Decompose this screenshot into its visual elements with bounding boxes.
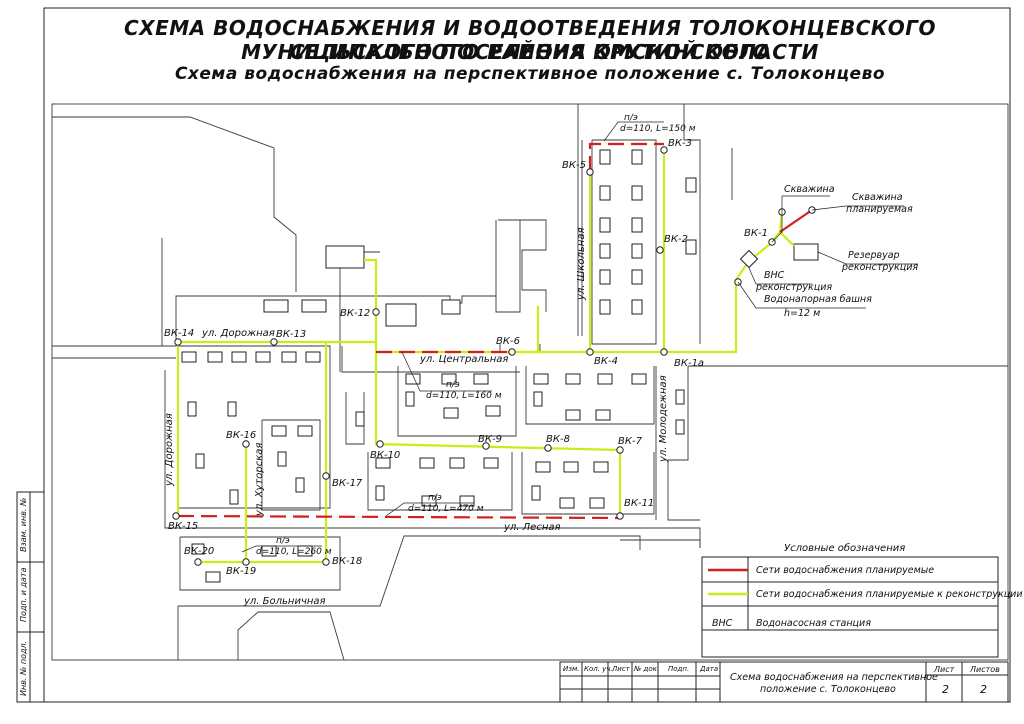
facility-tower-label-1: Водонапорная башня [764, 294, 872, 305]
pump-station-icon [739, 249, 759, 269]
well-label-vk17: ВК-17 [332, 478, 363, 489]
legend-pump-label: Водонасосная станция [756, 618, 871, 629]
legend: Условные обозначения Сети водоснабжения … [701, 542, 1023, 658]
street-label-tsentralnaya: ул. Центральная [419, 354, 508, 365]
pipe-1-spec: d=110, L=150 м [620, 124, 696, 134]
well-label-vk13: ВК-13 [276, 329, 306, 340]
legend-pump-abbr: ВНС [712, 618, 733, 629]
legend-planned-label: Сети водоснабжения планируемые [756, 565, 934, 576]
pipe-2-type: п/э [446, 380, 460, 390]
legend-reconstruction-label: Сети водоснабжения планируемые к реконст… [756, 589, 1023, 600]
drawing-subtitle: Схема водоснабжения на перспективное пол… [174, 64, 886, 84]
facility-reservoir-label-2: реконструкция [841, 262, 918, 273]
well-label-vk11: ВК-11 [624, 498, 654, 509]
side-label-vzam: Взам. инв. № [19, 498, 28, 552]
well-label-vk12: ВК-12 [340, 308, 370, 319]
street-label-molodezhnaya: ул. Молодежная [658, 375, 669, 463]
annotation-leaders [241, 121, 918, 553]
street-label-dorozhnaya-h: ул. Дорожная [201, 328, 275, 339]
side-stamp [16, 491, 45, 703]
street-label-dorozhnaya-v: ул. Дорожная [164, 413, 175, 487]
street-label-bolnichnaya: ул. Больничная [243, 596, 326, 607]
drawing-title-line-2: МУНИЦИПАЛЬНОГО РАЙОНА ОМСКОЙ ОБЛАСТИ [241, 40, 819, 64]
street-label-khutorskaya: ул. Хуторская [254, 443, 265, 517]
buildings [181, 149, 819, 583]
facility-tower-label-2: h=12 м [784, 308, 820, 319]
well-label-vk3: ВК-3 [668, 138, 692, 149]
pipe-1-type: п/э [624, 113, 638, 123]
facility-pump-label-1: ВНС [764, 270, 785, 281]
well-label-vk8: ВК-8 [546, 434, 570, 445]
well-label-vk20: ВК-20 [184, 546, 214, 557]
well-label-vk16: ВК-16 [226, 430, 256, 441]
drawing-title-line-1: СХЕМА ВОДОСНАБЖЕНИЯ И ВОДООТВЕДЕНИЯ ТОЛО… [124, 16, 936, 64]
well-label-vk5: ВК-5 [562, 160, 586, 171]
stamp-header-izm: Изм. [563, 665, 579, 673]
stamp-sheets-number: 2 [980, 683, 987, 696]
legend-title: Условные обозначения [784, 542, 905, 554]
pipe-3-type: п/э [428, 493, 442, 503]
pipes-planned [177, 142, 813, 520]
well-label-vk10: ВК-10 [370, 450, 400, 461]
well-label-vk18: ВК-18 [332, 556, 362, 567]
well-label-vk6: ВК-6 [496, 336, 520, 347]
facility-well-planned-label-1: Скважина [852, 192, 903, 203]
side-label-inv: Инв. № подл. [19, 641, 28, 696]
street-label-shkolnaya: ул. Школьная [576, 228, 587, 302]
well-label-vk9: ВК-9 [478, 434, 502, 445]
stamp-sheet-number: 2 [942, 683, 949, 696]
well-label-vk1a: ВК-1а [674, 358, 704, 369]
stamp-header-kol: Кол. уч. [584, 665, 613, 673]
facility-pump-label-2: реконструкция [755, 282, 832, 293]
side-label-podp: Подп. и дата [19, 567, 28, 622]
stamp-header-podp: Подп. [668, 665, 689, 673]
pipe-4-type: п/э [276, 536, 290, 546]
stamp-header-data: Дата [699, 665, 718, 673]
drawing-frame [43, 7, 1011, 703]
facility-reservoir-label-1: Резервуар [848, 250, 900, 261]
pipe-2-spec: d=110, L=160 м [426, 391, 502, 401]
stamp-title-line-2: положение с. Толоконцево [760, 684, 896, 695]
street-outlines [52, 104, 1008, 661]
street-label-lesnaya: ул. Лесная [503, 522, 561, 533]
facility-well-planned-label-2: планируемая [846, 204, 913, 215]
well-label-vk1: ВК-1 [744, 228, 768, 239]
well-label-vk4: ВК-4 [594, 356, 618, 367]
pipe-4-spec: d=110, L=260 м [256, 547, 332, 557]
well-label-vk19: ВК-19 [226, 566, 256, 577]
facility-well-label: Скважина [784, 184, 835, 195]
stamp-header-dok: № док. [633, 665, 659, 673]
well-label-vk2: ВК-2 [664, 234, 688, 245]
title-block [559, 661, 1009, 703]
pipe-3-spec: d=110, L=470 м [408, 504, 484, 514]
well-label-vk7: ВК-7 [618, 436, 643, 447]
stamp-header-list: Лист [611, 665, 631, 673]
well-label-vk15: ВК-15 [168, 521, 198, 532]
stamp-sheet-label: Лист [933, 665, 955, 674]
stamp-title-line-1: Схема водоснабжения на перспективное [730, 672, 938, 683]
stamp-sheets-label: Листов [969, 665, 1000, 674]
well-label-vk14: ВК-14 [164, 328, 194, 339]
